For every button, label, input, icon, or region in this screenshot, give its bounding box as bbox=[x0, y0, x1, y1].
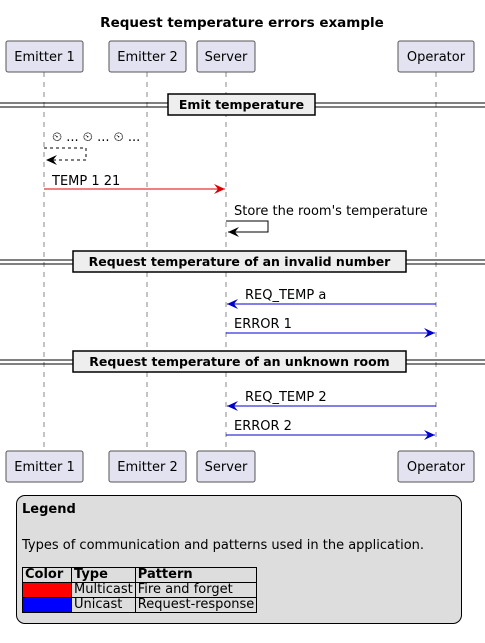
legend-header-pattern: Pattern bbox=[134, 567, 258, 583]
diagram-title: Request temperature errors example bbox=[100, 15, 384, 31]
participant-label: Emitter 2 bbox=[117, 50, 177, 65]
section-divider-invalid-number: Request temperature of an invalid number bbox=[0, 250, 485, 273]
participant-emitter1-top: Emitter 1 bbox=[5, 40, 84, 73]
message-label: TEMP 1 21 bbox=[51, 174, 120, 189]
participant-server-top: Server bbox=[196, 40, 256, 73]
legend-title: Legend bbox=[22, 502, 76, 517]
message-label: Store the room's temperature bbox=[234, 204, 428, 219]
message-label: REQ_TEMP a bbox=[245, 288, 326, 303]
message-store-self: Store the room's temperature bbox=[226, 204, 428, 237]
participant-label: Server bbox=[205, 460, 248, 475]
message-error-2: ERROR 2 bbox=[226, 419, 435, 440]
message-req-temp-2: REQ_TEMP 2 bbox=[227, 390, 436, 411]
participant-label: Operator bbox=[407, 460, 466, 475]
participant-emitter1-bottom: Emitter 1 bbox=[5, 450, 84, 483]
section-label: Emit temperature bbox=[179, 97, 304, 112]
participant-label: Operator bbox=[407, 50, 466, 65]
message-temp: TEMP 1 21 bbox=[44, 174, 225, 194]
message-label: ERROR 2 bbox=[234, 419, 292, 434]
participant-label: Emitter 1 bbox=[14, 460, 74, 475]
legend-pattern: Request-response bbox=[134, 597, 258, 613]
section-label: Request temperature of an invalid number bbox=[89, 254, 392, 269]
message-timer-self: ⏲ ... ⏲ ... ⏲ ... bbox=[44, 130, 140, 165]
legend-table: Color Type Pattern Multicast Fire and fo… bbox=[22, 567, 258, 613]
legend-swatch-blue bbox=[22, 597, 72, 613]
participant-operator-bottom: Operator bbox=[397, 450, 475, 483]
legend-header-type: Type bbox=[71, 567, 136, 583]
legend-type: Multicast bbox=[71, 582, 136, 598]
participant-emitter2-bottom: Emitter 2 bbox=[108, 450, 187, 483]
participant-server-bottom: Server bbox=[196, 450, 256, 483]
legend-header-row: Color Type Pattern bbox=[22, 567, 258, 583]
legend-description: Types of communication and patterns used… bbox=[22, 538, 425, 553]
participant-label: Emitter 1 bbox=[14, 50, 74, 65]
section-label: Request temperature of an unknown room bbox=[89, 354, 389, 369]
legend-pattern: Fire and forget bbox=[134, 582, 258, 598]
legend-header-color: Color bbox=[22, 567, 72, 583]
legend-type: Unicast bbox=[71, 597, 136, 613]
participant-label: Server bbox=[205, 50, 248, 65]
message-label: ⏲ ... ⏲ ... ⏲ ... bbox=[52, 130, 140, 145]
message-req-temp-a: REQ_TEMP a bbox=[227, 288, 436, 309]
participant-operator-top: Operator bbox=[397, 40, 475, 73]
message-label: ERROR 1 bbox=[234, 317, 292, 332]
message-error-1: ERROR 1 bbox=[226, 317, 435, 338]
legend-swatch-red bbox=[22, 582, 72, 598]
section-divider-unknown-room: Request temperature of an unknown room bbox=[0, 350, 485, 373]
section-divider-emit: Emit temperature bbox=[0, 93, 485, 116]
legend-row-unicast: Unicast Request-response bbox=[22, 597, 258, 613]
legend-row-multicast: Multicast Fire and forget bbox=[22, 582, 258, 598]
participant-emitter2-top: Emitter 2 bbox=[108, 40, 187, 73]
participant-label: Emitter 2 bbox=[117, 460, 177, 475]
message-label: REQ_TEMP 2 bbox=[245, 390, 327, 405]
legend-box: Legend Types of communication and patter… bbox=[16, 495, 462, 624]
